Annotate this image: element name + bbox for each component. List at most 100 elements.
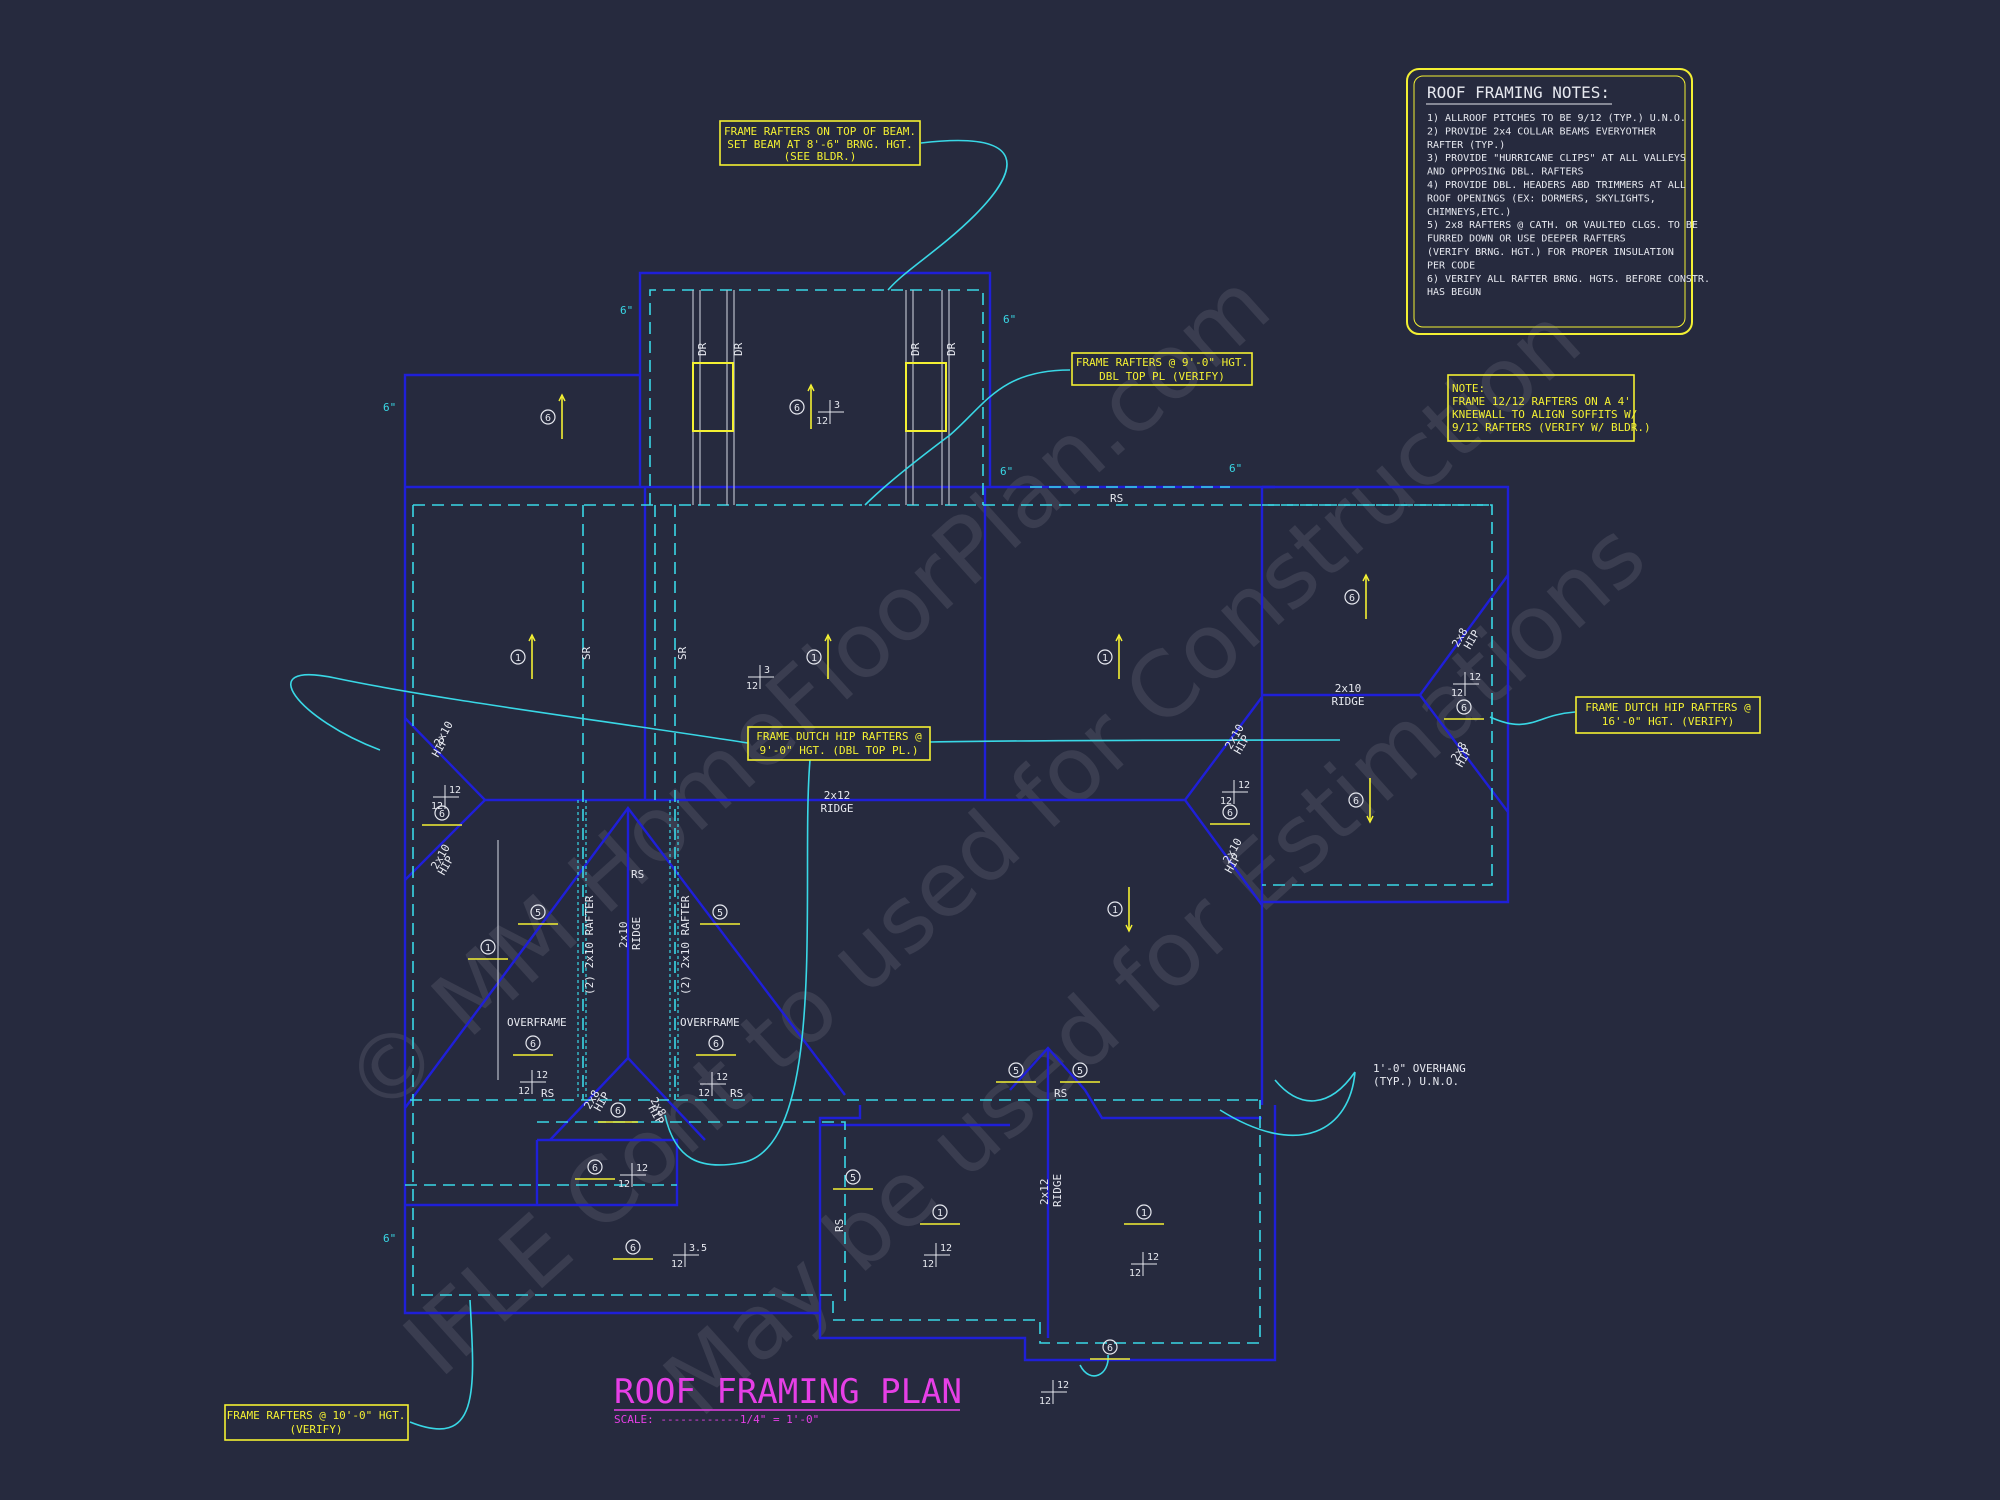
svg-text:2x12: 2x12 [1038, 1179, 1051, 1206]
notes-line: ROOF OPENINGS (EX: DORMERS, SKYLIGHTS, [1427, 193, 1656, 204]
zone-marker: 6 [613, 1239, 653, 1260]
svg-text:SR: SR [676, 646, 689, 660]
svg-text:DBL TOP PL (VERIFY): DBL TOP PL (VERIFY) [1099, 370, 1225, 383]
zone-number: 6 [794, 403, 800, 414]
pitch-run: 12 [518, 1086, 530, 1097]
zone-circle [434, 805, 450, 821]
pitch-rise: 12 [940, 1243, 952, 1254]
zone-marker: 5 [996, 1062, 1036, 1083]
callout-beam: FRAME RAFTERS ON TOP OF BEAM. SET BEAM A… [719, 120, 921, 166]
zone-marker: 1 [1097, 633, 1123, 679]
callout-dutch-hip-16: FRAME DUTCH HIP RAFTERS @ 16'-0" HGT. (V… [1575, 696, 1761, 734]
hip-mid-right [1183, 696, 1263, 906]
zone-number: 6 [1227, 808, 1233, 819]
svg-text:6": 6" [1229, 462, 1242, 475]
svg-text:9/12 RAFTERS (VERIFY W/ BLDR.): 9/12 RAFTERS (VERIFY W/ BLDR.) [1452, 421, 1651, 434]
svg-text:OVERFRAME: OVERFRAME [680, 1016, 740, 1029]
zone-number: 6 [1353, 796, 1359, 807]
notes-line: 1) ALLROOF PITCHES TO BE 9/12 (TYP.) U.N… [1427, 113, 1686, 124]
svg-text:FRAME DUTCH HIP RAFTERS @: FRAME DUTCH HIP RAFTERS @ [1585, 701, 1751, 714]
zone-circle [480, 939, 496, 955]
overhang-lines [405, 289, 1493, 1344]
notes-line: (VERIFY BRNG. HGT.) FOR PROPER INSULATIO… [1427, 247, 1674, 258]
pitch-rise: 12 [716, 1072, 728, 1083]
zone-marker: 6 [422, 805, 462, 826]
zone-marker: 5 [1060, 1062, 1100, 1083]
zone-circle [530, 904, 546, 920]
zone-number: 5 [1077, 1066, 1083, 1077]
zone-circle [708, 1035, 724, 1051]
dormer-openings [692, 362, 947, 432]
zone-circle [789, 399, 805, 415]
zone-circle [1348, 792, 1364, 808]
svg-text:RIDGE: RIDGE [1331, 695, 1364, 708]
svg-text:RS: RS [1054, 1087, 1067, 1100]
zone-number: 6 [592, 1163, 598, 1174]
skylight-left [692, 362, 734, 432]
hip-left [404, 717, 487, 881]
pitch-run: 12 [1039, 1396, 1051, 1407]
pitch-run: 12 [816, 416, 828, 427]
svg-text:RIDGE: RIDGE [1051, 1174, 1064, 1207]
pitch-run: 12 [1129, 1268, 1141, 1279]
notes-line: 3) PROVIDE "HURRICANE CLIPS" AT ALL VALL… [1427, 153, 1686, 164]
zone-number: 6 [1349, 593, 1355, 604]
wall-lower-center [818, 1105, 862, 1313]
svg-text:DR: DR [696, 342, 709, 356]
svg-text:FRAME RAFTERS @ 10'-0" HGT.: FRAME RAFTERS @ 10'-0" HGT. [227, 1409, 406, 1422]
zone-marker: 6 [1090, 1339, 1130, 1360]
pitch-rise: 12 [636, 1163, 648, 1174]
notes-line: PER CODE [1427, 260, 1475, 271]
wall-main-left [403, 487, 1277, 1362]
svg-text:(VERIFY): (VERIFY) [290, 1423, 343, 1436]
svg-text:(SEE BLDR.): (SEE BLDR.) [784, 150, 857, 163]
zone-number: 6 [545, 413, 551, 424]
pitch-rise: 3.5 [689, 1243, 707, 1254]
zone-number: 1 [937, 1208, 943, 1219]
notes-line: FURRED DOWN OR USE DEEPER RAFTERS [1427, 234, 1626, 245]
zone-number: 1 [485, 943, 491, 954]
title-block: ROOF FRAMING PLAN SCALE: ------------1/4… [614, 1372, 962, 1426]
svg-text:(2) 2x10 RAFTER: (2) 2x10 RAFTER [583, 895, 596, 995]
pitch-symbols: 3123121212121212121212121212123.51212121… [431, 400, 1481, 1407]
svg-text:NOTE:: NOTE: [1452, 382, 1485, 395]
pitch-symbol: 312 [746, 665, 774, 692]
svg-text:RS: RS [730, 1087, 743, 1100]
zone-circle [1107, 901, 1123, 917]
zone-marker: 6 [1444, 699, 1484, 720]
hip-right [1418, 574, 1509, 813]
callout-dbl-top-pl: FRAME RAFTERS @ 9'-0" HGT. DBL TOP PL (V… [1071, 352, 1253, 386]
zone-number: 6 [1107, 1343, 1113, 1354]
zone-circle [1097, 649, 1113, 665]
structural-labels: RS RS RS RS RS RS SR SR DR DR DR DR 2x12… [428, 342, 1482, 1232]
zone-marker: 1 [468, 939, 508, 960]
svg-text:2x10: 2x10 [1335, 682, 1362, 695]
svg-text:6": 6" [1000, 465, 1013, 478]
zone-marker: 5 [700, 904, 740, 925]
lower-hip [549, 1056, 706, 1141]
svg-text:RS: RS [1110, 492, 1123, 505]
notes-title: ROOF FRAMING NOTES: [1427, 83, 1610, 102]
zone-circle [1072, 1062, 1088, 1078]
callout-rafters-10: FRAME RAFTERS @ 10'-0" HGT. (VERIFY) [224, 1404, 409, 1441]
pitch-run: 12 [1220, 796, 1232, 807]
svg-text:9'-0" HGT. (DBL TOP PL.): 9'-0" HGT. (DBL TOP PL.) [760, 744, 919, 757]
zone-marker: 1 [806, 633, 832, 679]
notes-lines: 1) ALLROOF PITCHES TO BE 9/12 (TYP.) U.N… [1427, 113, 1710, 298]
wall-upper-left [403, 373, 640, 487]
zone-circle [1136, 1204, 1152, 1220]
zone-marker: 6 [1210, 804, 1250, 825]
wall-dormer [638, 271, 992, 487]
svg-text:KNEEWALL TO ALIGN SOFFITS W/: KNEEWALL TO ALIGN SOFFITS W/ [1452, 408, 1637, 421]
pitch-run: 12 [746, 681, 758, 692]
zone-circle [1008, 1062, 1024, 1078]
zone-number: 6 [713, 1039, 719, 1050]
